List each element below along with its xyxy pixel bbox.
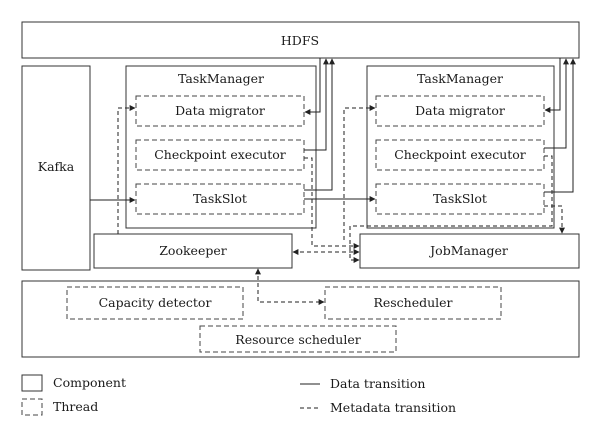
capacity-detector-label: Capacity detector	[99, 295, 212, 310]
hdfs-component: HDFS	[21, 21, 580, 59]
taskslot-left-label: TaskSlot	[193, 191, 247, 206]
taskslot-right	[375, 183, 545, 215]
checkpoint-right-to-hdfs-arrow	[544, 58, 569, 149]
rescheduler	[324, 286, 502, 320]
taskslot-right-to-hdfs-arrow	[544, 58, 576, 193]
data-migrator-left	[135, 95, 305, 127]
taskmanager-left: TaskManager Data migrator Checkpoint exe…	[125, 65, 317, 229]
taskmanager-right: TaskManager Data migrator Checkpoint exe…	[366, 65, 555, 229]
checkpoint-right-to-jobmanager-arrow	[349, 155, 553, 263]
checkpoint-left-to-hdfs-arrow	[304, 58, 329, 151]
hdfs-to-migrator-right-arrow	[544, 58, 561, 113]
legend-component-swatch	[21, 374, 43, 392]
checkpoint-executor-right	[375, 139, 545, 171]
resource-scheduler	[199, 325, 397, 353]
zookeeper-to-migrator-left-arrow	[117, 105, 136, 234]
zookeeper-component: Zookeeper	[93, 233, 293, 269]
legend: Component Thread Data transition Metadat…	[21, 374, 456, 416]
legend-thread-swatch	[21, 398, 43, 416]
checkpoint-left-to-jobmanager-arrow	[304, 157, 360, 249]
rescheduler-label: Rescheduler	[373, 295, 452, 310]
checkpoint-executor-right-label: Checkpoint executor	[394, 147, 526, 162]
hdfs-label: HDFS	[281, 33, 319, 48]
capacity-detector	[66, 286, 244, 320]
zookeeper-label: Zookeeper	[159, 243, 227, 258]
taskslot-left-to-hdfs-arrow	[304, 58, 335, 191]
scheduler-container: Capacity detector Rescheduler Resource s…	[21, 280, 580, 358]
taskmanager-right-label: TaskManager	[417, 71, 503, 86]
taskslot-right-label: TaskSlot	[433, 191, 487, 206]
jobmanager-label: JobManager	[428, 243, 508, 258]
checkpoint-executor-left	[135, 139, 305, 171]
zookeeper-rescheduler-arrow	[255, 268, 325, 305]
data-migrator-left-label: Data migrator	[175, 103, 265, 118]
resource-scheduler-label: Resource scheduler	[235, 332, 360, 347]
legend-thread-label: Thread	[53, 399, 98, 414]
taskslot-right-to-jobmanager-arrow	[544, 205, 565, 234]
hdfs-to-migrator-left-arrow	[304, 58, 321, 115]
legend-metadata-label: Metadata transition	[330, 400, 456, 415]
data-migrator-right	[375, 95, 545, 127]
legend-data-label: Data transition	[330, 376, 425, 391]
legend-component-label: Component	[53, 375, 126, 390]
taskslot-left	[135, 183, 305, 215]
kafka-label: Kafka	[38, 159, 75, 174]
kafka-component: Kafka	[21, 65, 91, 271]
data-migrator-right-label: Data migrator	[415, 103, 505, 118]
jobmanager-to-migrator-right-arrow	[343, 105, 376, 240]
taskmanager-left-label: TaskManager	[178, 71, 264, 86]
checkpoint-executor-left-label: Checkpoint executor	[154, 147, 286, 162]
jobmanager-component: JobManager	[359, 233, 580, 269]
